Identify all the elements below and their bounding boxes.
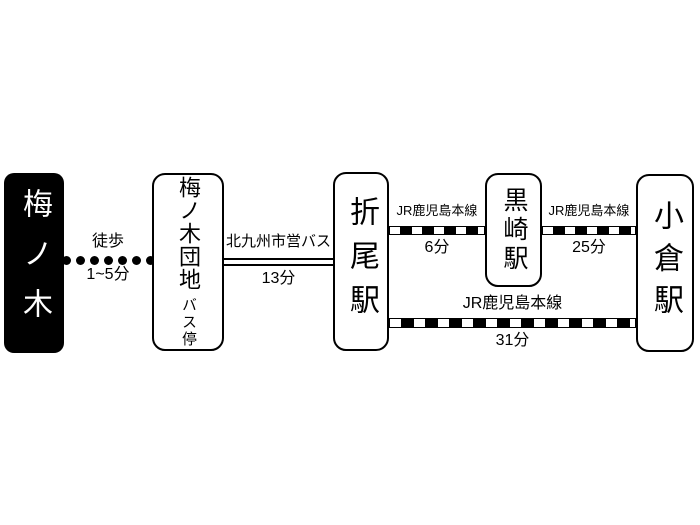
node-umenoki: 梅ノ木 — [4, 173, 64, 353]
node-danchi-label: 梅ノ木団地バス停 — [176, 176, 201, 348]
node-umenoki-label: 梅ノ木 — [18, 188, 51, 338]
node-kurosaki-label: 黒崎駅 — [500, 186, 528, 274]
rail-duration-kurosaki-kokura: 25分 — [572, 239, 606, 256]
node-kokura-station: 小倉駅 — [636, 174, 694, 352]
walk-dot — [131, 255, 141, 265]
walk-dot — [103, 255, 113, 265]
rail-duration-orio-kurosaki: 6分 — [424, 239, 450, 256]
walk-dot — [117, 255, 127, 265]
walk-dot — [145, 255, 155, 265]
danchi-main-label: 梅ノ木団地 — [176, 176, 201, 291]
bus-duration: 13分 — [261, 270, 296, 287]
rail-label-kurosaki-kokura: JR鹿児島本線 — [548, 203, 630, 218]
node-orio-station: 折尾駅 — [333, 172, 389, 351]
node-umenoki-danchi-bus-stop: 梅ノ木団地バス停 — [152, 173, 224, 351]
walk-duration: 1~5分 — [86, 266, 130, 283]
walk-dotted-line — [61, 255, 155, 265]
rail-label-orio-kokura: JR鹿児島本線 — [462, 295, 563, 312]
rail-line-orio-kokura — [389, 318, 636, 328]
bus-line-label: 北九州市営バス — [225, 233, 331, 250]
node-kurosaki-station: 黒崎駅 — [485, 173, 542, 287]
rail-line-orio-kurosaki — [389, 226, 485, 235]
node-kokura-label: 小倉駅 — [649, 200, 682, 326]
rail-label-orio-kurosaki: JR鹿児島本線 — [396, 203, 478, 218]
rail-duration-orio-kokura: 31分 — [495, 332, 530, 349]
walk-dot — [89, 255, 99, 265]
walk-dot — [75, 255, 85, 265]
walk-dot — [61, 255, 71, 265]
danchi-sub-label: バス停 — [180, 297, 197, 348]
bus-double-line — [224, 258, 333, 266]
node-orio-label: 折尾駅 — [345, 195, 378, 328]
rail-line-kurosaki-kokura — [542, 226, 636, 235]
walk-label: 徒歩 — [91, 233, 124, 250]
